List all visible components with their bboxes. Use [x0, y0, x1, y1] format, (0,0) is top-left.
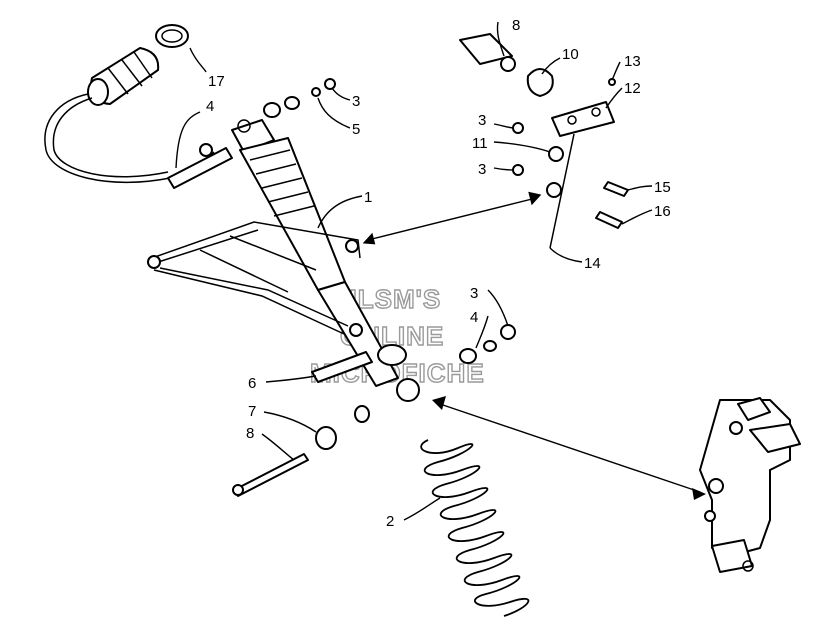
callout-13: 13: [624, 53, 641, 70]
cap-washer-1: [548, 146, 564, 162]
callout-14: 14: [584, 255, 601, 272]
spring-coils: [420, 439, 530, 617]
upper-bushing: [263, 102, 281, 118]
cap-spacer: [500, 56, 516, 72]
upper-nut: [324, 78, 336, 90]
shock-lower-spring-seat: [377, 344, 407, 366]
frame-pivot-left: [147, 255, 161, 269]
coil-spring: [420, 439, 530, 617]
rail-body: [699, 399, 791, 557]
callout-3-cap-a: 3: [478, 112, 486, 129]
callout-17: 17: [208, 73, 225, 90]
cap-bolt-16: [595, 211, 623, 229]
cap-bolt: [459, 33, 513, 65]
rail-bolt-upper: [729, 421, 743, 435]
callout-10: 10: [562, 46, 579, 63]
shock-body: [239, 137, 346, 291]
lower-bracket-plate: [311, 351, 373, 383]
upper-bolt-head: [199, 143, 213, 157]
callout-1: 1: [364, 189, 372, 206]
cap-nut-1: [512, 122, 524, 134]
installation-arrows: [362, 191, 706, 500]
cap-bushing: [526, 68, 554, 97]
frame-pivot-lower: [349, 323, 363, 337]
upper-nut-small: [311, 87, 321, 97]
hose-clamp: [155, 24, 189, 48]
callout-4-lower: 4: [470, 309, 478, 326]
lower-bushing-left: [315, 426, 337, 450]
lower-bolt-head: [232, 484, 244, 496]
rail-bolt-lower: [704, 510, 716, 522]
rail-frame-section: [699, 397, 801, 573]
callout-5: 5: [352, 121, 360, 138]
reservoir-canister: [44, 24, 215, 184]
upper-washer: [284, 96, 300, 110]
reservoir-cap: [87, 78, 109, 106]
cap-long-bolt: [549, 133, 575, 249]
rail-upper-mount: [737, 397, 771, 421]
cap-bracket: [551, 101, 615, 137]
cap-bolt-15: [603, 181, 629, 197]
lower-nut: [500, 324, 516, 340]
callout-8-lower: 8: [246, 425, 254, 442]
callouts: 17 4 3 5 1 8 10 13 12 3 11 3 15 16 14 3 …: [206, 17, 671, 530]
leader-lines: [175, 21, 653, 521]
callout-3-cap-b: 3: [478, 161, 486, 178]
callout-8-upper: 8: [512, 17, 520, 34]
upper-bolt: [167, 147, 233, 189]
shock-lower-bushing: [396, 378, 420, 402]
callout-4-upper: 4: [206, 98, 214, 115]
callout-2: 2: [386, 513, 394, 530]
callout-7: 7: [248, 403, 256, 420]
callout-11: 11: [472, 135, 488, 152]
callout-3-lower: 3: [470, 285, 478, 302]
callout-12: 12: [624, 80, 641, 97]
arrow-upper: [367, 197, 537, 241]
cap-washer-2: [546, 182, 562, 198]
rail-hole: [708, 478, 724, 494]
lower-spacer-right: [483, 340, 497, 352]
hardware: [167, 78, 516, 497]
callout-6: 6: [248, 375, 256, 392]
mounting-frame: [147, 221, 363, 337]
lower-washer-left: [354, 405, 370, 423]
shock-cap-assembly: [459, 33, 629, 249]
rail-lower-mount: [711, 539, 753, 573]
arrow-lower: [439, 403, 701, 493]
cap-nut-2: [512, 164, 524, 176]
callout-16: 16: [654, 203, 671, 220]
callout-15: 15: [654, 179, 671, 196]
lower-bolt: [233, 453, 309, 497]
rail-bracket: [749, 423, 801, 453]
callout-3-upper: 3: [352, 93, 360, 110]
frame-pivot-right: [345, 239, 359, 253]
lower-washer-right: [459, 348, 477, 364]
